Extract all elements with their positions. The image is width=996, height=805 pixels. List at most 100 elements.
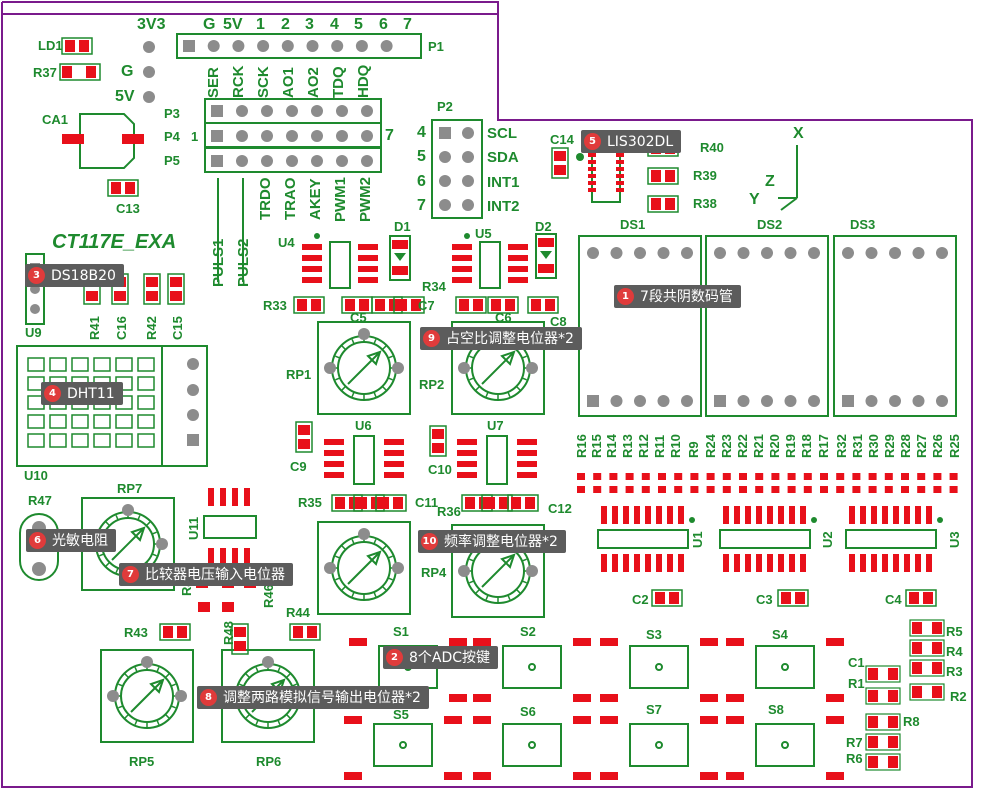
u8-pad	[588, 160, 596, 164]
pin1-dot	[689, 517, 695, 523]
soic-pad	[926, 506, 932, 524]
rp4-knurl	[469, 580, 475, 584]
button-pad	[826, 638, 844, 646]
soic-pad	[358, 266, 378, 272]
button-pad	[573, 716, 591, 724]
header-pin	[236, 130, 248, 142]
rp6-knurl	[255, 719, 259, 725]
smd-part-6-pad	[531, 299, 541, 311]
label-c15: C15	[170, 316, 185, 340]
soic-pad	[915, 554, 921, 572]
label-p2-row7: 7	[417, 197, 426, 214]
resistor-pad	[901, 473, 909, 480]
callout-number: 8	[200, 689, 217, 706]
label-c6: C6	[495, 310, 512, 325]
rp5-knurl	[118, 683, 124, 687]
soic-pad	[926, 554, 932, 572]
rp7-pin	[156, 538, 168, 550]
rp2-knurl	[515, 385, 521, 391]
resistor-pad	[593, 486, 602, 493]
soic-pad	[384, 439, 404, 445]
header-pin	[361, 130, 373, 142]
resistor-pad	[577, 473, 585, 480]
ds-pin	[657, 395, 670, 407]
label-u6: U6	[355, 418, 372, 433]
rp2-knurl	[485, 391, 489, 397]
d1-outline	[389, 235, 411, 281]
sensor-part-2-pad	[146, 277, 158, 287]
callout-text: 8个ADC按键	[409, 649, 491, 666]
label-r7: R7	[846, 735, 863, 750]
label-p5: P5	[164, 153, 180, 168]
ds-pin	[714, 247, 726, 259]
rp7-knurl	[105, 521, 111, 527]
label-r4: R4	[946, 644, 963, 659]
label-5v: 5V	[115, 88, 135, 105]
soic-pad	[601, 506, 607, 524]
c2-pad	[669, 592, 679, 604]
label-c8: C8	[550, 314, 567, 329]
ds-pin	[714, 395, 726, 407]
soic-pad	[517, 472, 537, 478]
resistor-outline	[865, 687, 901, 705]
label-c10: C10	[428, 462, 452, 477]
p2-pin	[439, 199, 451, 211]
axis-y-line	[780, 197, 798, 211]
label-rp1: RP1	[286, 367, 312, 382]
resistor-pad	[852, 486, 861, 493]
c9-outline	[295, 421, 313, 453]
label-r12: R12	[636, 434, 651, 458]
label-r6: R6	[846, 751, 863, 766]
button-pad	[473, 716, 491, 724]
rp2-knurl	[521, 355, 527, 359]
label-sda: SDA	[487, 149, 519, 166]
u6-outline	[353, 435, 375, 485]
dht11-grid-cell	[93, 357, 111, 372]
c3-pad	[795, 592, 805, 604]
label-p1: P1	[428, 39, 444, 54]
label-c13: C13	[116, 201, 140, 216]
soic-pad	[452, 244, 472, 250]
callout-frequency-pots: 10 频率调整电位器*2	[418, 530, 566, 553]
smd-part-3-outline	[393, 296, 425, 314]
rp6-knurl	[277, 667, 281, 673]
dht11-grid-cell	[137, 357, 155, 372]
button-pad	[700, 638, 718, 646]
label-p1-pin-6: 6	[379, 16, 388, 33]
label-r37: R37	[33, 65, 57, 80]
dht11-grid-cell	[27, 433, 45, 448]
soic-pad	[656, 554, 662, 572]
callout-ds18b20: 3 DS18B20	[25, 264, 124, 287]
resistor-pad	[658, 486, 666, 493]
label-r17: R17	[816, 434, 831, 458]
resistor-outline	[909, 619, 945, 637]
callout-analog-output-pots: 8 调整两路模拟信号输出电位器*2	[197, 686, 429, 709]
dht11-outline	[16, 345, 208, 467]
button-pad	[700, 716, 718, 724]
r43-pad	[163, 626, 173, 638]
r43-outline	[159, 623, 191, 641]
smd-part-2-pad	[375, 299, 385, 311]
button-pad	[726, 716, 744, 724]
c14-outline	[551, 147, 569, 179]
u3-outline	[845, 529, 937, 549]
label-puls2: PULS2	[235, 238, 252, 287]
u1-outline	[597, 529, 689, 549]
label-s1: S1	[393, 624, 409, 639]
resistor-outline	[865, 713, 901, 731]
rp3-knurl	[341, 585, 347, 591]
resistor-pad	[888, 668, 898, 680]
ld1-pad	[79, 40, 89, 52]
dht11-grid-cell	[115, 414, 133, 429]
p1-pin	[183, 40, 195, 52]
label-board-name: CT117E_EXA	[52, 231, 177, 253]
label-d2: D2	[535, 219, 552, 234]
rp6-knurl	[255, 667, 259, 673]
label-p4-pin1: 1	[191, 129, 199, 144]
u2-outline	[719, 529, 811, 549]
header-pin	[361, 105, 373, 117]
dht11-pin	[187, 384, 199, 396]
rp3-knurl	[381, 585, 387, 591]
label-s5: S5	[393, 707, 409, 722]
